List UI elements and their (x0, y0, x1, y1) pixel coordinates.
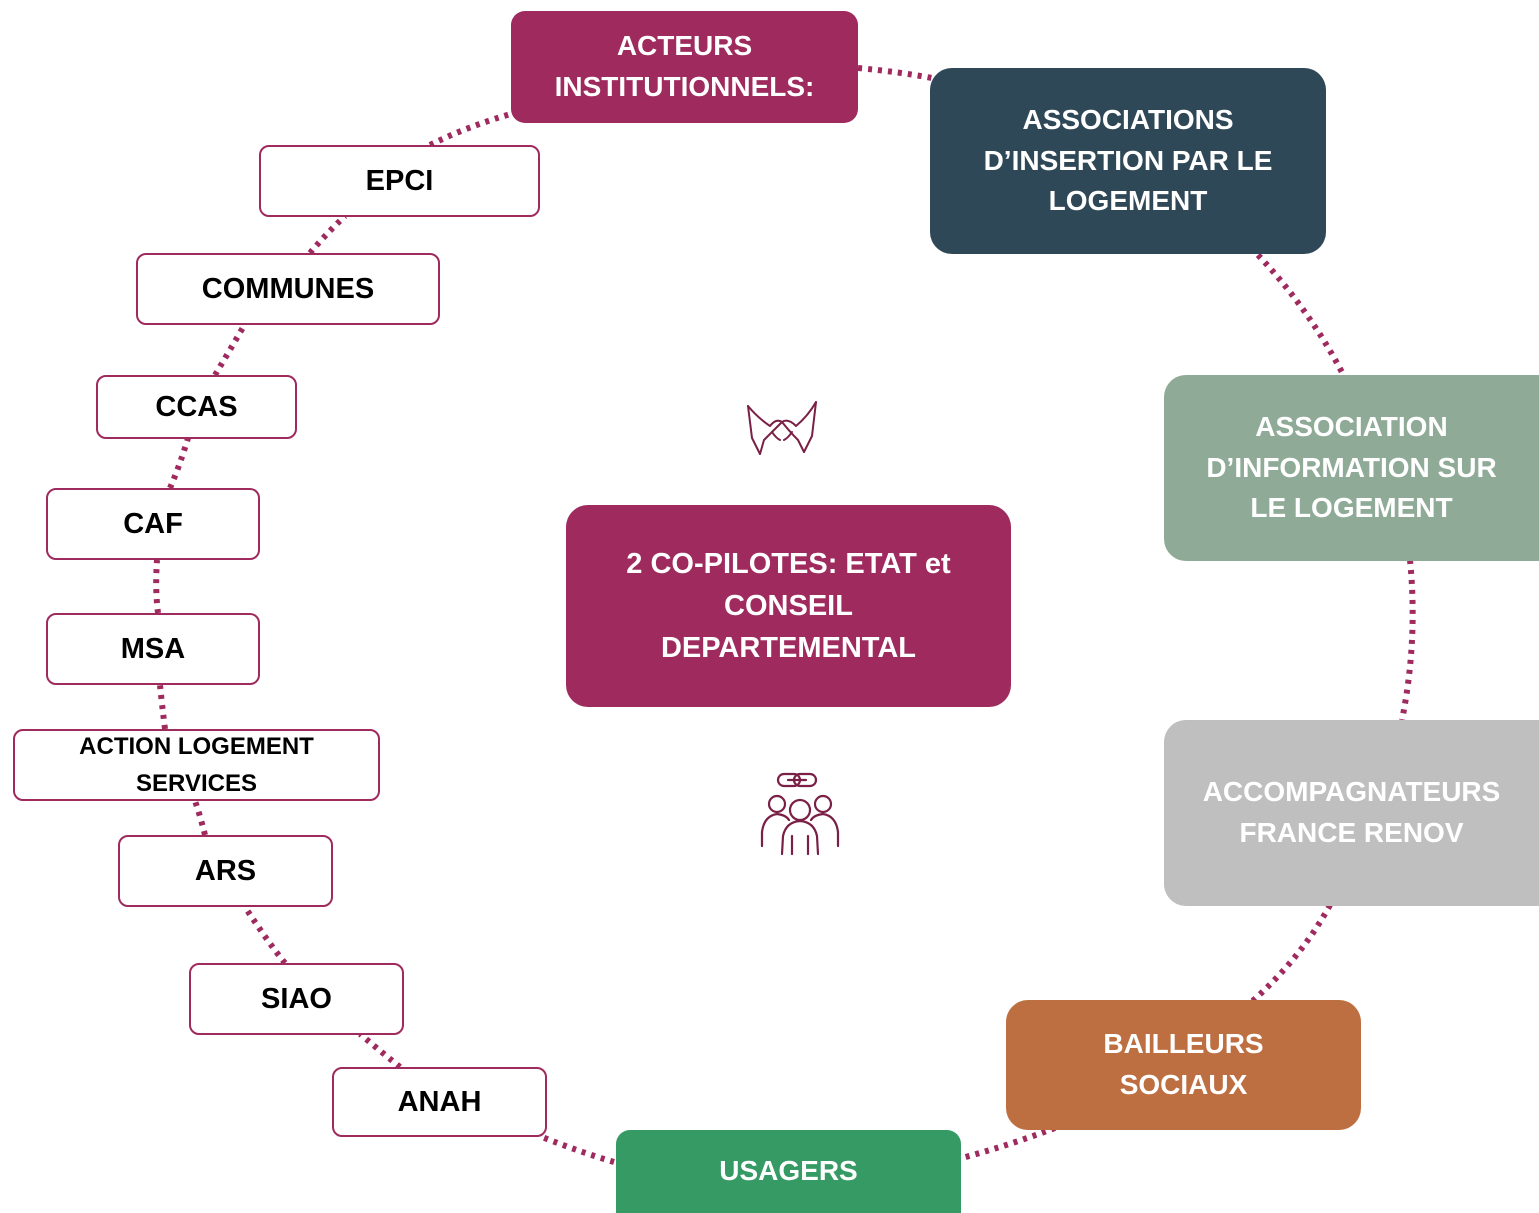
institution-label: CCAS (155, 390, 238, 423)
connector-accompagnateurs-bailleurs (1246, 903, 1333, 1008)
institution-communes: COMMUNES (136, 253, 440, 325)
node-associations-insertion: ASSOCIATIONS D’INSERTION PAR LE LOGEMENT (930, 68, 1326, 254)
accompagnateurs-label: ACCOMPAGNATEURS FRANCE RENOV (1202, 776, 1501, 848)
institution-label: SIAO (261, 982, 332, 1015)
institution-label: COMMUNES (201, 272, 375, 305)
node-co-pilotes: 2 CO-PILOTES: ETAT et CONSEIL DEPARTEMEN… (566, 505, 1011, 707)
node-bailleurs-sociaux: BAILLEURS SOCIAUX (1006, 1000, 1361, 1130)
connector-action-msa (157, 684, 168, 730)
connector-caf-ccas (167, 437, 191, 490)
connector-msa-caf (153, 559, 161, 614)
institution-label: ACTION LOGEMENT SERVICES (79, 732, 314, 797)
institution-label: EPCI (365, 164, 434, 197)
connector-information-accompagnateurs (1399, 559, 1416, 721)
institution-ars: ARS (118, 835, 333, 907)
group-link-icon (750, 770, 850, 856)
node-accompagnateurs: ACCOMPAGNATEURS FRANCE RENOV (1164, 720, 1539, 906)
institution-action-logement: ACTION LOGEMENT SERVICES (13, 729, 380, 801)
connector-epci-acteurs (428, 109, 519, 148)
node-usagers: USAGERS (616, 1130, 961, 1213)
connector-associations-information (1255, 252, 1348, 380)
handshake-icon (742, 396, 822, 462)
institution-label: CAF (123, 507, 183, 540)
associations-insertion-label: ASSOCIATIONS D’INSERTION PAR LE LOGEMENT (983, 104, 1273, 217)
institution-label: ARS (194, 854, 257, 887)
connector-bailleurs-usagers (961, 1125, 1057, 1161)
institution-label: ANAH (397, 1085, 482, 1118)
connector-siao-ars (242, 905, 288, 965)
connector-ars-action (192, 799, 208, 836)
institution-anah: ANAH (332, 1067, 547, 1137)
institution-siao: SIAO (189, 963, 404, 1035)
connector-anah-siao (358, 1031, 402, 1070)
association-information-label: ASSOCIATION D’INFORMATION SUR LE LOGEMEN… (1206, 411, 1497, 524)
institution-epci: EPCI (259, 145, 540, 217)
usagers-label: USAGERS (719, 1155, 858, 1187)
node-association-information: ASSOCIATION D’INFORMATION SUR LE LOGEMEN… (1164, 375, 1539, 561)
acteurs-institutionnels-label: ACTEURS INSTITUTIONNELS: (554, 30, 815, 102)
institution-caf: CAF (46, 488, 260, 560)
connector-ccas-communes (212, 322, 248, 377)
connector-acteurs-associations (857, 65, 933, 81)
co-pilotes-label: 2 CO-PILOTES: ETAT et CONSEIL DEPARTEMEN… (626, 547, 951, 665)
connector-usagers-anah (540, 1134, 615, 1165)
node-acteurs-institutionnels: ACTEURS INSTITUTIONNELS: (511, 11, 858, 123)
bailleurs-label: BAILLEURS SOCIAUX (1103, 1028, 1264, 1100)
connector-communes-epci (307, 213, 348, 255)
institution-msa: MSA (46, 613, 260, 685)
institution-ccas: CCAS (96, 375, 297, 439)
institution-label: MSA (120, 632, 186, 665)
